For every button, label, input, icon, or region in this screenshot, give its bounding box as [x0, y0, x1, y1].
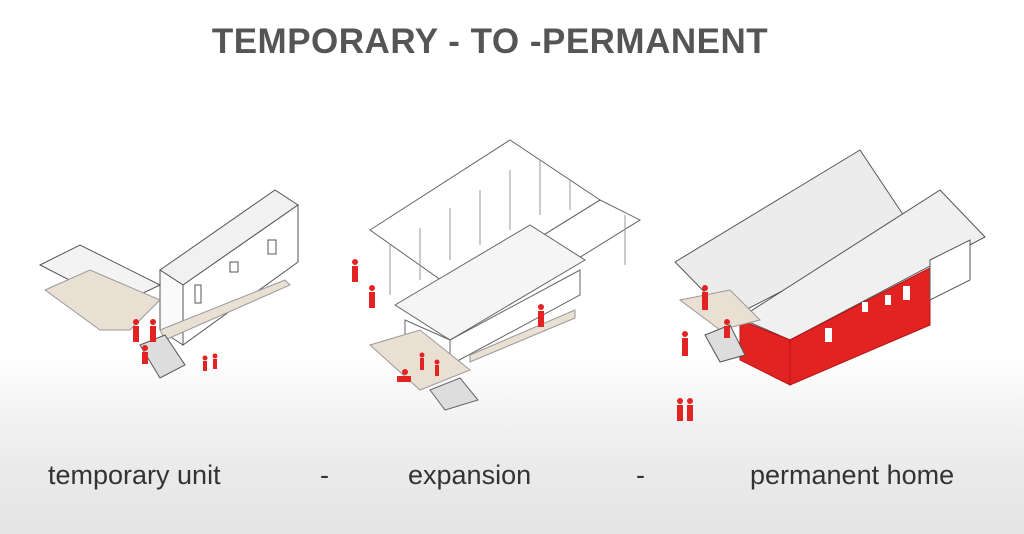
temporary-unit-illustration — [38, 189, 299, 379]
people-icons — [352, 259, 544, 382]
people-icons — [133, 319, 218, 371]
stage-label-expansion: expansion — [408, 460, 532, 490]
stage-label-temporary-unit: temporary unit — [48, 460, 221, 490]
stage-label-permanent-home: permanent home — [750, 460, 955, 490]
diagram-title: TEMPORARY - TO -PERMANENT — [211, 22, 769, 61]
expansion-illustration — [352, 139, 642, 411]
separator: - — [320, 460, 329, 490]
permanent-home-illustration — [674, 149, 986, 421]
separator: - — [636, 460, 645, 490]
people-icons — [677, 285, 730, 421]
